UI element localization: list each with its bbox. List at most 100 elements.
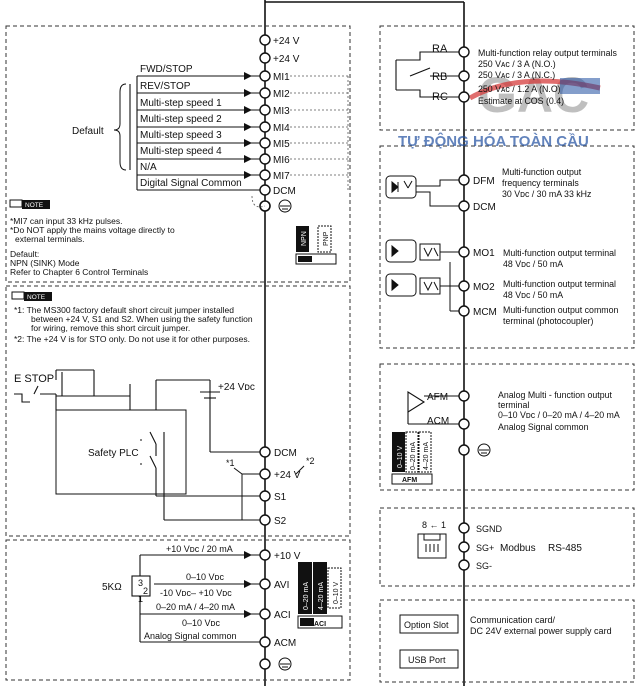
terminal-aci: ACI bbox=[274, 610, 291, 621]
pot-pin-1: 1 bbox=[138, 594, 143, 604]
fn-multistep-2: Multi-step speed 2 bbox=[140, 114, 222, 125]
terminal-mo1: MO1 bbox=[473, 248, 495, 259]
dip-010v: 0–10 V bbox=[333, 581, 340, 604]
mo2-optocoupler-icon bbox=[385, 273, 459, 297]
fn-multistep-4: Multi-step speed 4 bbox=[140, 146, 222, 157]
fn-multistep-3: Multi-step speed 3 bbox=[140, 130, 222, 141]
gac-logo: GAC TỰ ĐỘNG HÓA TOÀN CẦU bbox=[398, 67, 601, 150]
relay-title: Multi-function relay output terminals bbox=[478, 48, 617, 58]
mode-ref: Refer to Chapter 6 Control Terminals bbox=[10, 267, 148, 277]
pot-pin-2: 2 bbox=[143, 586, 148, 596]
terminal-mo2: MO2 bbox=[473, 282, 495, 293]
logo-tagline: TỰ ĐỘNG HÓA TOÀN CẦU bbox=[398, 132, 589, 150]
analog-input-box bbox=[5, 539, 351, 681]
rj45-pins: 8 ← 1 bbox=[422, 520, 446, 530]
fn-digital-common: Digital Signal Common bbox=[140, 178, 242, 189]
npn-pnp-switch: NPN PNP bbox=[295, 225, 337, 265]
relay-nc: 250 Vᴀᴄ / 3 A (N.C.) bbox=[478, 70, 555, 80]
mode-default: Default: bbox=[10, 249, 39, 259]
dfm-desc-3: 30 Vᴅᴄ / 30 mA 33 kHz bbox=[502, 189, 591, 199]
terminal-avi: AVI bbox=[274, 580, 289, 591]
terminal-mi5: MI5 bbox=[273, 139, 290, 150]
safety-s1: S1 bbox=[274, 492, 287, 503]
estop-label: E STOP bbox=[14, 373, 54, 385]
mo1-optocoupler-icon bbox=[385, 239, 459, 312]
note-external: external terminals. bbox=[15, 234, 84, 244]
terminal-mi1: MI1 bbox=[273, 72, 290, 83]
terminal-sg-minus: SG- bbox=[476, 561, 492, 571]
analog-output-section: AFM ACM Analog Multi - function output t… bbox=[391, 390, 620, 485]
note-badge-text: NOTE bbox=[27, 294, 46, 301]
terminal-do-dcm: DCM bbox=[473, 202, 496, 213]
afm-badge: AFM bbox=[402, 477, 417, 484]
safety-note-2: between +24 V, S1 and S2. When using the… bbox=[31, 314, 253, 324]
terminal-24v-a: +24 V bbox=[273, 36, 300, 47]
switch-npn-label: NPN bbox=[301, 231, 308, 246]
safety-note-3: for wiring, remove this short circuit ju… bbox=[31, 323, 190, 333]
terminal-dfm: DFM bbox=[473, 176, 495, 187]
note-badge-2: NOTE bbox=[11, 291, 52, 301]
analog-output-box bbox=[379, 363, 635, 491]
communication-section: 8 ← 1 SGND SG+ SG- Modbus RS-485 bbox=[417, 520, 582, 571]
terminal-mi3: MI3 bbox=[273, 106, 290, 117]
relay-no: 250 Vᴀᴄ / 3 A (N.O.) bbox=[478, 59, 556, 69]
safety-section: NOTE *1: The MS300 factory default short… bbox=[11, 291, 315, 527]
safety-note-4: *2: The +24 V is for STO only. Do not us… bbox=[14, 334, 250, 344]
rj45-port-icon bbox=[417, 533, 447, 559]
dip-020ma: 0–20 mA bbox=[303, 582, 310, 610]
digital-output-box bbox=[379, 145, 635, 349]
afm-desc-3: 0–10 Vᴅᴄ / 0–20 mA / 4–20 mA bbox=[498, 410, 620, 420]
aci-dip-switch: 0–20 mA 4–20 mA 0–10 V ACI bbox=[297, 562, 343, 629]
communication-box bbox=[379, 507, 635, 587]
afm-desc-1: Analog Multi - function output bbox=[498, 390, 612, 400]
relay-rb: RB bbox=[432, 71, 447, 83]
option-desc-2: DC 24V external power supply card bbox=[470, 626, 612, 636]
afm-dip-420ma: 4–20 mA bbox=[423, 442, 430, 470]
ain-aci-range: 0–20 mA / 4–20 mA bbox=[156, 602, 235, 612]
terminal-sg-plus: SG+ bbox=[476, 543, 494, 553]
ain-10v-label: +10 Vᴅᴄ / 20 mA bbox=[166, 544, 233, 554]
fn-multistep-1: Multi-step speed 1 bbox=[140, 98, 222, 109]
digital-input-section: +24 V +24 V MI1 MI2 MI3 MI4 MI5 MI6 MI7 … bbox=[9, 34, 349, 277]
terminal-sgnd: SGND bbox=[476, 524, 503, 534]
option-desc-1: Communication card/ bbox=[470, 615, 556, 625]
rs485-label: RS-485 bbox=[548, 543, 582, 554]
note-mains: *Do NOT apply the mains voltage directly… bbox=[10, 225, 175, 235]
mcm-desc-1: Multi-function output common bbox=[503, 305, 618, 315]
ain-avi-bipolar: -10 Vᴅᴄ– +10 Vᴅᴄ bbox=[160, 588, 232, 598]
dip-420ma: 4–20 mA bbox=[318, 582, 325, 610]
option-slot-label: Option Slot bbox=[404, 620, 449, 630]
ain-aci-voltage: 0–10 Vᴅᴄ bbox=[182, 618, 220, 628]
safety-s2: S2 bbox=[274, 516, 287, 527]
mo2-desc-2: 48 Vᴅᴄ / 50 mA bbox=[503, 290, 563, 300]
default-label: Default bbox=[72, 126, 104, 137]
safety-24v: +24 V bbox=[274, 470, 301, 481]
safety-box bbox=[5, 285, 351, 537]
digital-input-box bbox=[5, 25, 351, 283]
usb-port-label: USB Port bbox=[408, 655, 446, 665]
optocoupler-icon bbox=[385, 175, 459, 207]
switch-pnp-label: PNP bbox=[323, 231, 330, 246]
relay-box bbox=[379, 25, 635, 131]
ain-avi-range: 0–10 Vᴅᴄ bbox=[186, 572, 224, 582]
mo1-desc-1: Multi-function output terminal bbox=[503, 248, 616, 258]
digital-output-section: DFM DCM MO1 MO2 MCM Multi-funct bbox=[385, 167, 618, 326]
fn-fwd-stop: FWD/STOP bbox=[140, 64, 193, 75]
options-section: Option Slot USB Port Communication card/… bbox=[399, 614, 612, 669]
terminal-acm: ACM bbox=[274, 638, 296, 649]
note-badge-text: NOTE bbox=[25, 202, 44, 209]
analog-input-section: +10 V AVI ACI ACM 3 2 1 5KΩ +10 Vᴅᴄ / 20… bbox=[102, 544, 343, 671]
fn-na: N/A bbox=[140, 162, 157, 173]
terminal-mi7: MI7 bbox=[273, 171, 290, 182]
option-box bbox=[379, 599, 635, 683]
afm-desc-2: terminal bbox=[498, 400, 529, 410]
pot-label: 5KΩ bbox=[102, 582, 122, 593]
usb-port-box bbox=[399, 649, 459, 669]
afm-desc-4: Analog Signal common bbox=[498, 422, 589, 432]
terminal-10v: +10 V bbox=[274, 551, 301, 562]
terminal-afm: AFM bbox=[427, 392, 448, 403]
dfm-desc-1: Multi-function output bbox=[502, 167, 582, 177]
safety-plc-label: Safety PLC bbox=[88, 448, 139, 459]
afm-dip-010v: 0–10 V bbox=[397, 445, 404, 468]
